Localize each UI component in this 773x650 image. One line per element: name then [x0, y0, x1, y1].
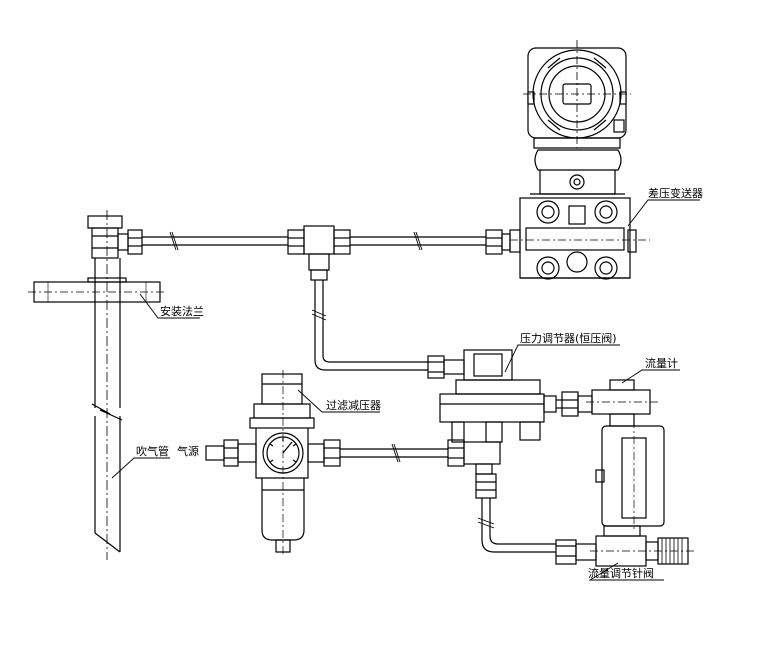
- top-tubing-line: [142, 225, 511, 371]
- label-differential-pressure-transmitter: 差压变送器: [648, 186, 703, 200]
- label-pressure-regulator: 压力调节器(恒压阀): [520, 331, 617, 345]
- pressure-regulator: [427, 349, 593, 553]
- label-filter-regulator: 过滤减压器: [326, 399, 381, 412]
- bolt-2: [594, 200, 618, 224]
- purge-pipe-assembly: [28, 210, 166, 560]
- tee-fitting: [303, 225, 335, 255]
- label-flow-needle-valve: 流量调节针阀: [588, 566, 654, 580]
- flowmeter-body: [601, 425, 665, 527]
- label-air-source: 气源: [177, 444, 199, 458]
- pipe-top-cap: [87, 215, 123, 229]
- leader-lines: [111, 199, 700, 581]
- label-mounting-flange: 安装法兰: [160, 304, 204, 318]
- bolt-1: [536, 200, 560, 224]
- nut: [127, 229, 143, 255]
- flow-meter: [555, 379, 694, 567]
- bolt-3: [536, 256, 560, 280]
- bolt-4: [594, 256, 618, 280]
- filter-cap: [261, 373, 303, 405]
- label-flow-meter: 流量计: [645, 356, 678, 370]
- label-purge-pipe: 吹气管: [136, 444, 169, 458]
- transmitter-neck: [534, 149, 622, 171]
- differential-pressure-transmitter: [509, 40, 650, 280]
- regulator-body: [439, 393, 545, 423]
- filter-regulator: [205, 370, 465, 556]
- transmitter-body: [519, 197, 631, 279]
